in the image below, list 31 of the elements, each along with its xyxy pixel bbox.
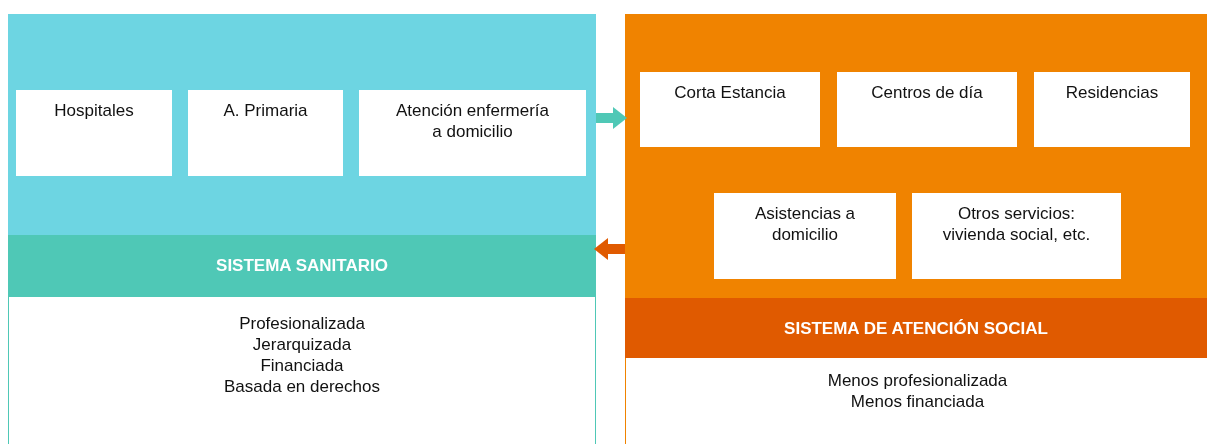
item-text: Corta Estancia <box>673 82 787 103</box>
item-text: Otros servicios: vivienda social, etc. <box>941 203 1092 245</box>
item-text: Asistencias a domicilio <box>753 203 857 245</box>
service-box <box>188 90 343 176</box>
service-box <box>359 90 586 176</box>
service-box <box>912 193 1121 279</box>
section-title: SISTEMA DE ATENCIÓN SOCIAL <box>783 317 1049 339</box>
item-text: Residencias <box>1064 82 1160 103</box>
arrow <box>596 107 627 129</box>
item-text: Menos financiada <box>849 391 986 412</box>
description-box <box>8 296 596 444</box>
panel-background <box>8 14 596 235</box>
item-text: Basada en derechos <box>223 376 381 397</box>
item-text: Centros de día <box>870 82 984 103</box>
service-box <box>640 72 820 147</box>
service-box <box>837 72 1017 147</box>
item-text: Menos profesionalizada <box>826 370 1009 391</box>
service-box <box>16 90 172 176</box>
service-box <box>1034 72 1190 147</box>
item-text: Financiada <box>259 355 345 376</box>
item-text: Hospitales <box>53 100 135 121</box>
item-text: Profesionalizada <box>238 313 366 334</box>
section-title: SISTEMA SANITARIO <box>215 255 389 276</box>
header-band <box>8 235 596 296</box>
item-text: Jerarquizada <box>251 334 353 355</box>
service-box <box>714 193 896 279</box>
item-text: Atención enfermería a domicilio <box>394 100 551 142</box>
header-band <box>625 298 1207 358</box>
arrow <box>594 238 625 260</box>
panel-background <box>625 14 1207 298</box>
item-text: A. Primaria <box>222 100 309 121</box>
